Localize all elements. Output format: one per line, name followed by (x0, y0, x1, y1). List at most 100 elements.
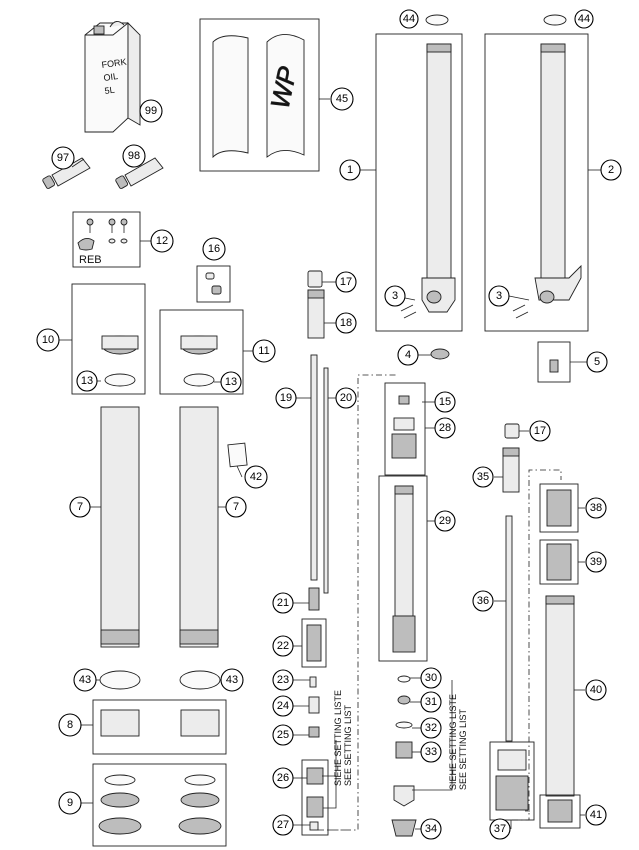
callout-15-text: 15 (439, 396, 451, 408)
callout-37: 37 (489, 818, 511, 840)
callout-18: 18 (335, 312, 357, 334)
callout-30-text: 30 (425, 672, 437, 684)
callout-44b: 44 (574, 9, 594, 29)
callout-8: 8 (58, 713, 82, 737)
callout-39: 39 (585, 551, 607, 573)
callout-7b-text: 7 (233, 501, 239, 513)
callout-38-text: 38 (590, 502, 602, 514)
screw-kit-box: REB (72, 211, 141, 268)
seal-4 (430, 348, 450, 360)
setting-note-left-de: SIEHE SETTING LISTE (333, 690, 343, 786)
callout-4-text: 4 (405, 349, 411, 361)
callout-31: 31 (420, 691, 442, 713)
setting-note-center-de: SIEHE SETTING LISTE (448, 694, 458, 790)
callout-29: 29 (434, 510, 456, 532)
outer-tube-right (484, 33, 589, 332)
callout-25: 25 (272, 724, 294, 746)
dash-link-left (318, 374, 398, 831)
decal-42 (227, 442, 248, 468)
cartridge-assembly-center (378, 382, 428, 837)
callout-44a-text: 44 (403, 13, 415, 25)
cartridge-assembly-right (539, 483, 581, 829)
callout-33-text: 33 (425, 746, 437, 758)
callout-26-text: 26 (277, 772, 289, 784)
callout-41-text: 41 (590, 809, 602, 821)
callout-45-text: 45 (336, 93, 348, 105)
callout-28: 28 (434, 417, 456, 439)
callout-16-text: 16 (208, 243, 220, 255)
setting-bracket-center (412, 680, 453, 791)
damper-rod-assembly-left (301, 270, 329, 836)
setting-bracket-left (322, 740, 337, 809)
callout-3a: 3 (384, 285, 406, 307)
callout-32-text: 32 (425, 722, 437, 734)
callout-23: 23 (272, 669, 294, 691)
callout-22-text: 22 (277, 640, 289, 652)
fork-oil-can: FORK OIL 5L (84, 21, 141, 133)
screws-3 (400, 304, 529, 319)
dash-link-right (512, 469, 562, 821)
callout-40: 40 (585, 679, 607, 701)
callout-9: 9 (58, 791, 82, 815)
callout-35: 35 (472, 466, 494, 488)
bushing-43-left (99, 670, 141, 690)
callout-11: 11 (252, 339, 276, 363)
setting-note-left-en: SEE SETTING LIST (343, 704, 353, 786)
callout-17a: 17 (335, 271, 357, 293)
callout-2: 2 (600, 159, 622, 181)
callout-1-text: 1 (347, 164, 353, 176)
fork-cap-left-box (71, 283, 146, 395)
callout-3b-text: 3 (496, 290, 502, 302)
callout-40-text: 40 (590, 684, 602, 696)
callout-98-text: 98 (128, 150, 140, 162)
callout-13b-text: 13 (225, 376, 237, 388)
callout-13a-text: 13 (81, 375, 93, 387)
callout-45: 45 (330, 87, 354, 111)
callout-28-text: 28 (439, 422, 451, 434)
callout-20-text: 20 (340, 392, 352, 404)
callout-36: 36 (472, 590, 494, 612)
valve-5-box (537, 341, 571, 383)
callout-9-text: 9 (67, 797, 73, 809)
callout-4: 4 (397, 344, 419, 366)
inner-tube-right (179, 406, 219, 648)
callout-7a: 7 (69, 496, 91, 518)
callout-10: 10 (36, 328, 60, 352)
callout-18-text: 18 (340, 317, 352, 329)
callout-22: 22 (272, 635, 294, 657)
callout-16: 16 (202, 237, 226, 261)
callout-12-text: 12 (156, 235, 168, 247)
callout-8-text: 8 (67, 719, 73, 731)
oil-can-label-3: 5L (104, 85, 115, 96)
callout-36-text: 36 (477, 595, 489, 607)
o-ring-44-left (425, 14, 449, 26)
callout-2-text: 2 (608, 164, 614, 176)
callouts: 44 44 45 99 97 98 1 2 12 16 17 3 3 18 10… (36, 9, 622, 840)
callout-43a-text: 43 (79, 674, 91, 686)
callout-19: 19 (275, 387, 297, 409)
setting-note-center-en: SEE SETTING LIST (458, 708, 468, 790)
o-ring-44-right (543, 14, 567, 26)
callout-97: 97 (51, 146, 75, 170)
grease-tube-98 (115, 157, 164, 189)
callout-25-text: 25 (277, 729, 289, 741)
oil-can-label-2: OIL (103, 71, 119, 83)
callout-5: 5 (586, 351, 608, 373)
callout-17a-text: 17 (340, 276, 352, 288)
callout-43b: 43 (220, 668, 244, 692)
callout-3b: 3 (488, 285, 510, 307)
callout-1: 1 (339, 159, 361, 181)
bushing-43-right (179, 670, 221, 690)
fork-protector-box: WP (199, 18, 320, 172)
callout-42-text: 42 (250, 471, 262, 483)
callout-11-text: 11 (258, 345, 269, 357)
damper-rod-assembly-right (489, 423, 535, 821)
callout-99-text: 99 (145, 105, 157, 117)
callout-44a: 44 (399, 9, 419, 29)
callout-15: 15 (434, 391, 456, 413)
callout-30: 30 (420, 667, 442, 689)
callout-21: 21 (272, 592, 294, 614)
callout-29-text: 29 (439, 515, 451, 527)
callout-42: 42 (244, 465, 268, 489)
